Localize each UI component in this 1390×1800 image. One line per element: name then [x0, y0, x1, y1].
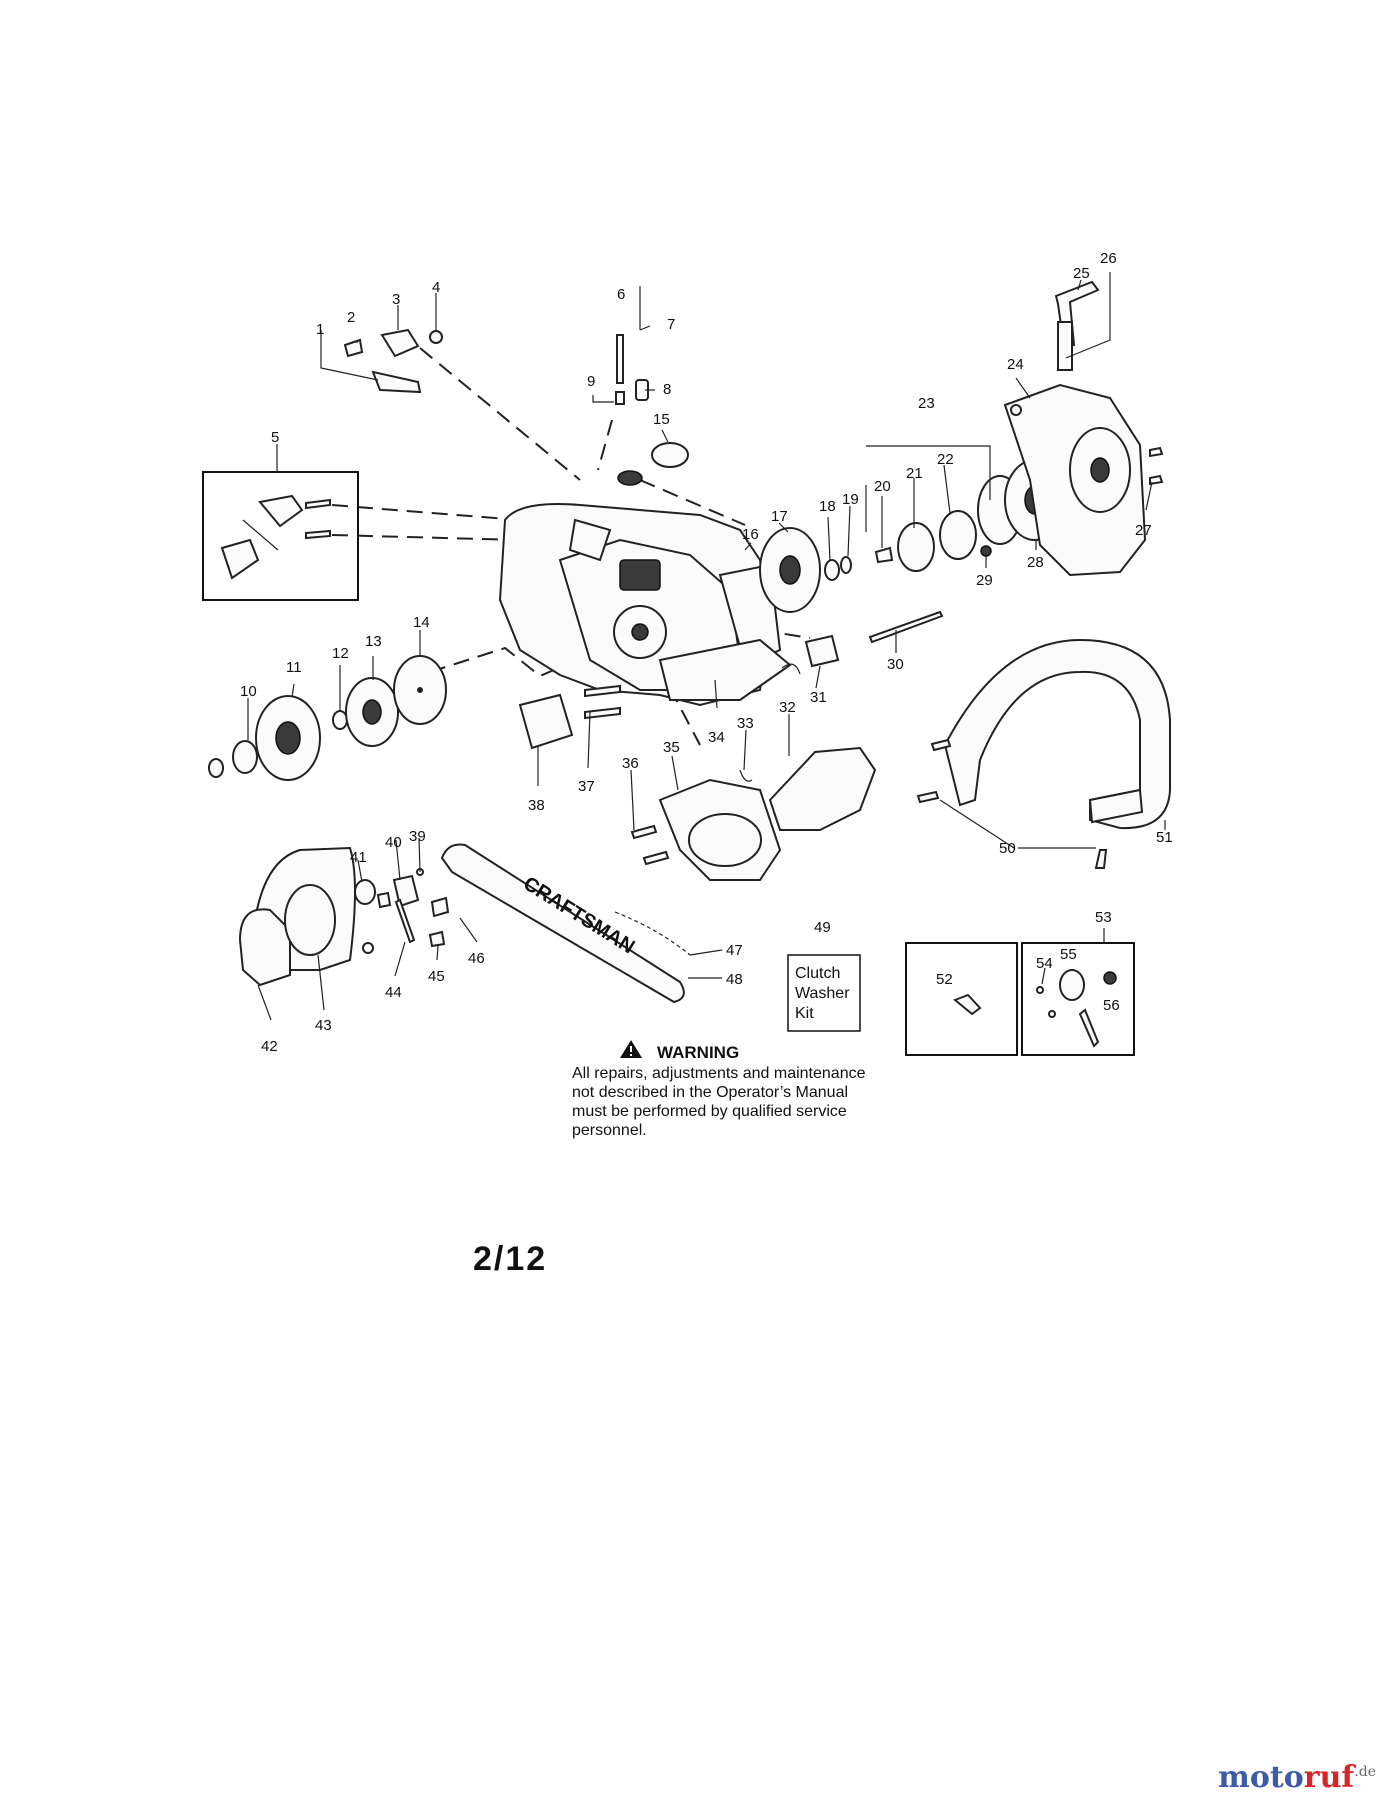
callout-33: 33 — [737, 715, 754, 732]
page-number: 2/12 — [473, 1240, 548, 1278]
clutch-washer-kit-box — [787, 954, 861, 1032]
engine-housing — [498, 503, 792, 707]
callout-17: 17 — [771, 508, 788, 525]
callout-45: 45 — [428, 968, 445, 985]
callout-4: 4 — [432, 279, 440, 296]
callout-43: 43 — [315, 1017, 332, 1034]
callout-47: 47 — [726, 942, 743, 959]
rod-and-bushing — [781, 610, 944, 675]
callout-14: 14 — [413, 614, 430, 631]
watermark-accent: ruf — [1303, 1760, 1355, 1795]
watermark-tld: .de — [1354, 1764, 1376, 1780]
callout-15: 15 — [653, 411, 670, 428]
oil-pump-kit-box — [1021, 942, 1135, 1056]
clutch-parts — [208, 655, 447, 781]
throttle-lever-parts — [343, 328, 443, 394]
callout-3: 3 — [392, 291, 400, 308]
callout-22: 22 — [937, 451, 954, 468]
callout-13: 13 — [365, 633, 382, 650]
callout-19: 19 — [842, 491, 859, 508]
warning-line-1: All repairs, adjustments and maintenance — [572, 1065, 866, 1082]
callout-41: 41 — [350, 849, 367, 866]
callout-44: 44 — [385, 984, 402, 1001]
callout-52: 52 — [936, 971, 953, 988]
chain-brake-assembly — [630, 746, 877, 881]
callout-54: 54 — [1036, 955, 1053, 972]
sprocket-cover-and-oil-pump — [238, 846, 450, 987]
bar-plate-and-bolts — [518, 684, 621, 750]
callout-20: 20 — [874, 478, 891, 495]
callout-34: 34 — [708, 729, 725, 746]
watermark-main: moto — [1218, 1760, 1304, 1795]
clutch-box-line3: Kit — [795, 1005, 814, 1022]
callout-1: 1 — [316, 321, 324, 338]
warning-line-4: personnel. — [572, 1122, 647, 1139]
callout-21: 21 — [906, 465, 923, 482]
callout-8: 8 — [663, 381, 671, 398]
callout-31: 31 — [810, 689, 827, 706]
callout-5: 5 — [271, 429, 279, 446]
site-watermark: motoruf.de — [1218, 1760, 1376, 1795]
callout-35: 35 — [663, 739, 680, 756]
callout-39: 39 — [409, 828, 426, 845]
kit-boxes: Clutch Washer Kit — [787, 942, 1135, 1056]
callout-2: 2 — [347, 309, 355, 326]
warning-block: WARNING All repairs, adjustments and mai… — [572, 1040, 866, 1139]
throttle-trigger-kit-box — [202, 471, 359, 601]
callout-28: 28 — [1027, 554, 1044, 571]
callout-38: 38 — [528, 797, 545, 814]
part-52-box — [905, 942, 1018, 1056]
callout-10: 10 — [240, 683, 257, 700]
callout-48: 48 — [726, 971, 743, 988]
callout-40: 40 — [385, 834, 402, 851]
flywheel-parts — [759, 527, 852, 613]
callout-numbers: 1 2 3 4 5 6 7 8 9 10 11 12 13 14 15 16 1… — [240, 250, 1173, 1055]
front-handle — [916, 638, 1171, 869]
callout-26: 26 — [1100, 250, 1117, 267]
clutch-box-line2: Washer — [795, 985, 850, 1002]
callout-12: 12 — [332, 645, 349, 662]
starter-housing — [1003, 280, 1164, 577]
callout-42: 42 — [261, 1038, 278, 1055]
callout-55: 55 — [1060, 946, 1077, 963]
callout-37: 37 — [578, 778, 595, 795]
callout-27: 27 — [1135, 522, 1152, 539]
callout-6: 6 — [617, 286, 625, 303]
callout-23: 23 — [918, 395, 935, 412]
warning-line-2: not described in the Operator’s Manual — [572, 1084, 848, 1101]
callout-30: 30 — [887, 656, 904, 673]
clutch-box-line1: Clutch — [795, 965, 840, 982]
callout-29: 29 — [976, 572, 993, 589]
callout-51: 51 — [1156, 829, 1173, 846]
callout-7: 7 — [667, 316, 675, 333]
warning-line-3: must be performed by qualified service — [572, 1103, 847, 1120]
callout-25: 25 — [1073, 265, 1090, 282]
leader-lines — [247, 272, 1166, 1021]
callout-36: 36 — [622, 755, 639, 772]
callout-49: 49 — [814, 919, 831, 936]
callout-50: 50 — [999, 840, 1016, 857]
callout-18: 18 — [819, 498, 836, 515]
callout-46: 46 — [468, 950, 485, 967]
pickup-parts — [615, 286, 689, 486]
callout-9: 9 — [587, 373, 595, 390]
callout-24: 24 — [1007, 356, 1024, 373]
guide-bar-and-chain: CRAFTSMAN — [440, 843, 691, 1004]
warning-title: WARNING — [657, 1043, 739, 1062]
callout-11: 11 — [286, 659, 302, 676]
callout-56: 56 — [1103, 997, 1120, 1014]
callout-16: 16 — [742, 526, 759, 543]
callout-53: 53 — [1095, 909, 1112, 926]
callout-32: 32 — [779, 699, 796, 716]
warning-triangle-icon — [620, 1040, 642, 1058]
